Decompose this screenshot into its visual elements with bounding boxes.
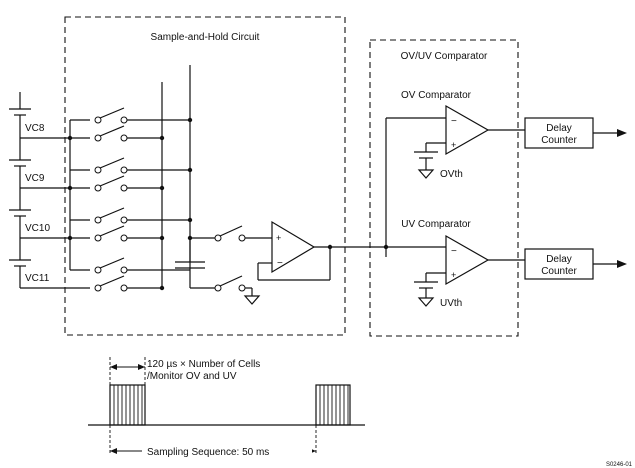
svg-text:−: − xyxy=(277,258,283,269)
ov-comparator-label: OV Comparator xyxy=(401,90,472,101)
figure-id: S0246-01 xyxy=(606,462,633,468)
svg-text:−: − xyxy=(451,116,457,127)
comparator-block-title: OV/UV Comparator xyxy=(401,51,488,62)
switch-row-1 xyxy=(94,107,190,142)
cell-label-vc11: VC11 xyxy=(25,273,50,284)
sample-hold-block xyxy=(64,16,346,336)
hold-capacitor xyxy=(175,238,205,269)
uv-comparator-label: UV Comparator xyxy=(401,219,471,230)
uv-threshold-label: UVth xyxy=(440,298,462,309)
svg-text:Counter: Counter xyxy=(541,266,577,277)
delay-counter-ov: Delay Counter xyxy=(524,117,627,149)
svg-text:+: + xyxy=(451,270,456,280)
switch-row-4 xyxy=(94,257,190,292)
buffer-amplifier: + − xyxy=(257,220,389,281)
ov-comparator: − + xyxy=(385,104,525,257)
svg-text:Delay: Delay xyxy=(546,254,572,265)
svg-text:Counter: Counter xyxy=(541,135,577,146)
cell-label-vc10: VC10 xyxy=(25,223,50,234)
svg-text:+: + xyxy=(451,140,456,150)
switch-matrix xyxy=(20,65,193,292)
sampling-sequence-label: Sampling Sequence: 50 ms xyxy=(147,447,269,458)
svg-text:Delay: Delay xyxy=(546,123,572,134)
uv-comparator: − + xyxy=(386,234,525,307)
comparator-block xyxy=(369,39,519,337)
pulse-note-line1: 120 µs × Number of Cells xyxy=(147,359,260,370)
cell-label-vc9: VC9 xyxy=(25,173,45,184)
delay-counter-uv: Delay Counter xyxy=(524,248,627,280)
pulse-note-line2: /Monitor OV and UV xyxy=(147,371,237,382)
battery-stack xyxy=(9,92,31,288)
sample-hold-title: Sample-and-Hold Circuit xyxy=(151,32,260,43)
output-switches xyxy=(190,225,272,305)
svg-text:−: − xyxy=(451,246,457,257)
cell-label-vc8: VC8 xyxy=(25,123,45,134)
svg-text:+: + xyxy=(276,233,281,243)
ov-threshold-label: OVth xyxy=(440,169,463,180)
switch-row-2 xyxy=(94,157,190,192)
switch-row-3 xyxy=(94,207,190,242)
